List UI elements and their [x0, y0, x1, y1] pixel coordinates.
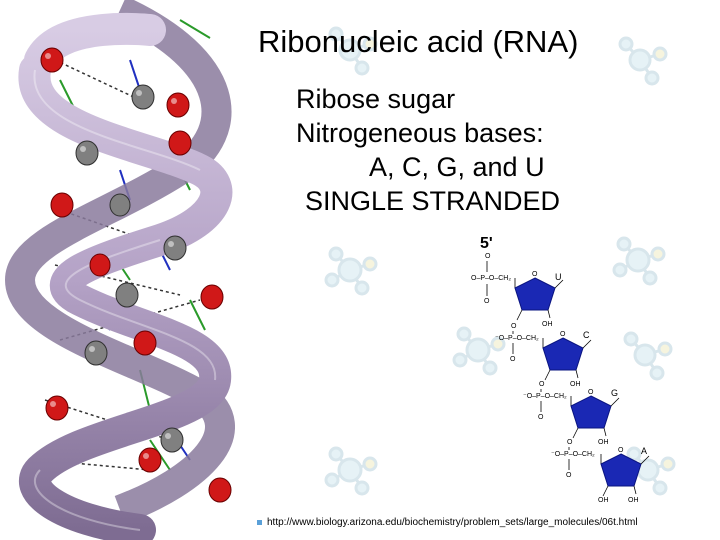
base-label: G [611, 388, 618, 398]
o-label: O [538, 414, 544, 421]
o-label: O [484, 298, 490, 305]
nucleotide-unit: ⁻O–P–O–CH₂ O O A O OH OH [551, 439, 650, 504]
phosphate-label: ⁻O–P–O–CH₂ [495, 335, 539, 342]
molecule-icon [612, 236, 666, 286]
phosphate-label: O–P–O–CH₂ [471, 275, 511, 282]
molecule-icon [328, 26, 378, 76]
base-label: U [555, 272, 562, 282]
ribose-ring [514, 277, 556, 311]
hydroxyl-label: OH [628, 497, 639, 504]
ring-oxygen-label: O [618, 447, 624, 454]
molecule-icon [626, 446, 676, 496]
molecule-icon [618, 36, 668, 86]
hydroxyl-label: OH [598, 439, 609, 446]
ring-oxygen-label: O [532, 271, 538, 278]
bullet-square-icon [257, 519, 262, 525]
molecule-icon [623, 331, 673, 381]
source-url-text: http://www.biology.arizona.edu/biochemis… [267, 517, 638, 528]
bullet-item: Nitrogeneous bases: [296, 118, 544, 148]
nucleotide-unit: O O–P–O–CH₂ O U O OH [471, 253, 564, 328]
hydroxyl-label: OH [542, 321, 553, 328]
nucleotide-unit: ⁻O–P–O–CH₂ O O G O OH [523, 381, 620, 446]
phosphate-label: ⁻O–P–O–CH₂ [551, 451, 595, 458]
bullet-item: A, C, G, and U [369, 152, 545, 182]
phosphate-top-label: O [485, 253, 491, 260]
ribose-ring [600, 453, 642, 487]
o-label: O [566, 472, 572, 479]
o-label: O [539, 381, 545, 388]
base-label: A [641, 446, 647, 456]
slide-title: Ribonucleic acid (RNA) [258, 24, 579, 59]
five-prime-label: 5' [480, 235, 493, 252]
o-label: O [567, 439, 573, 446]
ribose-ring [542, 337, 584, 371]
ring-oxygen-label: O [588, 389, 594, 396]
base-label: C [583, 330, 590, 340]
bullet-item: SINGLE STRANDED [305, 186, 561, 216]
rna-strand-diagram: 5' O O–P–O–CH₂ O U O OH ⁻O–P–O–CH₂ O O [471, 235, 650, 504]
molecule-icon [452, 326, 506, 376]
ring-oxygen-label: O [560, 331, 566, 338]
o-label: O [510, 356, 516, 363]
nucleotide-unit: ⁻O–P–O–CH₂ O O C O OH [495, 323, 592, 388]
ribose-ring [570, 395, 612, 429]
molecule-icon [324, 446, 378, 496]
molecule-icon [324, 246, 378, 296]
bullet-item: Ribose sugar [296, 84, 456, 114]
source-url[interactable]: http://www.biology.arizona.edu/biochemis… [257, 517, 638, 528]
bullet-list: Ribose sugar Nitrogeneous bases: A, C, G… [296, 82, 560, 218]
o-label: O [511, 323, 517, 330]
hydroxyl-label: OH [570, 381, 581, 388]
hydroxyl-label: OH [598, 497, 609, 504]
phosphate-label: ⁻O–P–O–CH₂ [523, 393, 567, 400]
rna-helix-image [0, 0, 235, 540]
